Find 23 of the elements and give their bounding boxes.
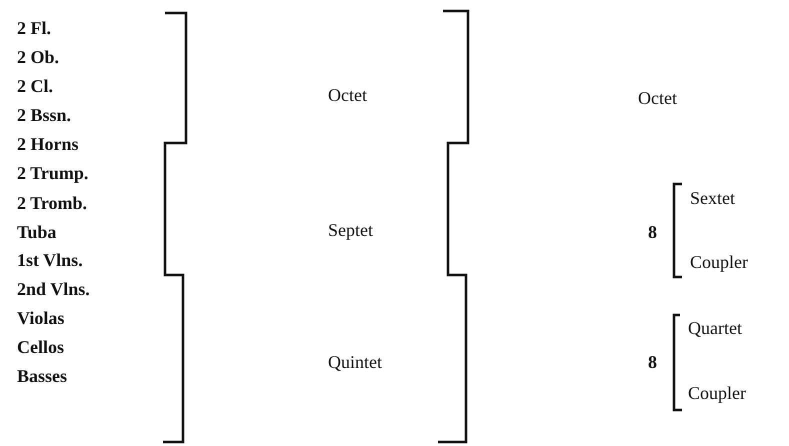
group-count: 8 [648,352,657,372]
instrument-label: 1st Vlns. [17,250,83,270]
group-count: 8 [648,222,657,242]
ensemble-label: Quintet [328,352,382,372]
instrument-label: 2 Trump. [17,163,88,183]
instrument-label: 2nd Vlns. [17,279,90,299]
ensemble-label: Septet [328,220,373,240]
instrument-label: Violas [17,308,64,328]
ensemble-label: Coupler [690,252,748,272]
ensemble-label: Octet [328,85,367,105]
ensemble-label: Sextet [690,188,735,208]
instrument-label: 2 Horns [17,134,79,154]
instrument-label: Basses [17,366,68,386]
instrument-label: 2 Fl. [17,18,51,38]
instrument-label: 2 Ob. [17,47,60,67]
instrument-label: 2 Tromb. [17,193,88,213]
ensemble-label: Quartet [688,318,742,338]
instrument-label: Cellos [17,337,64,357]
ensemble-label: Octet [638,88,677,108]
ensemble-label: Coupler [688,383,746,403]
instrument-label: Tuba [17,222,56,242]
instrument-label: 2 Cl. [17,76,53,96]
instrument-label: 2 Bssn. [17,105,72,125]
